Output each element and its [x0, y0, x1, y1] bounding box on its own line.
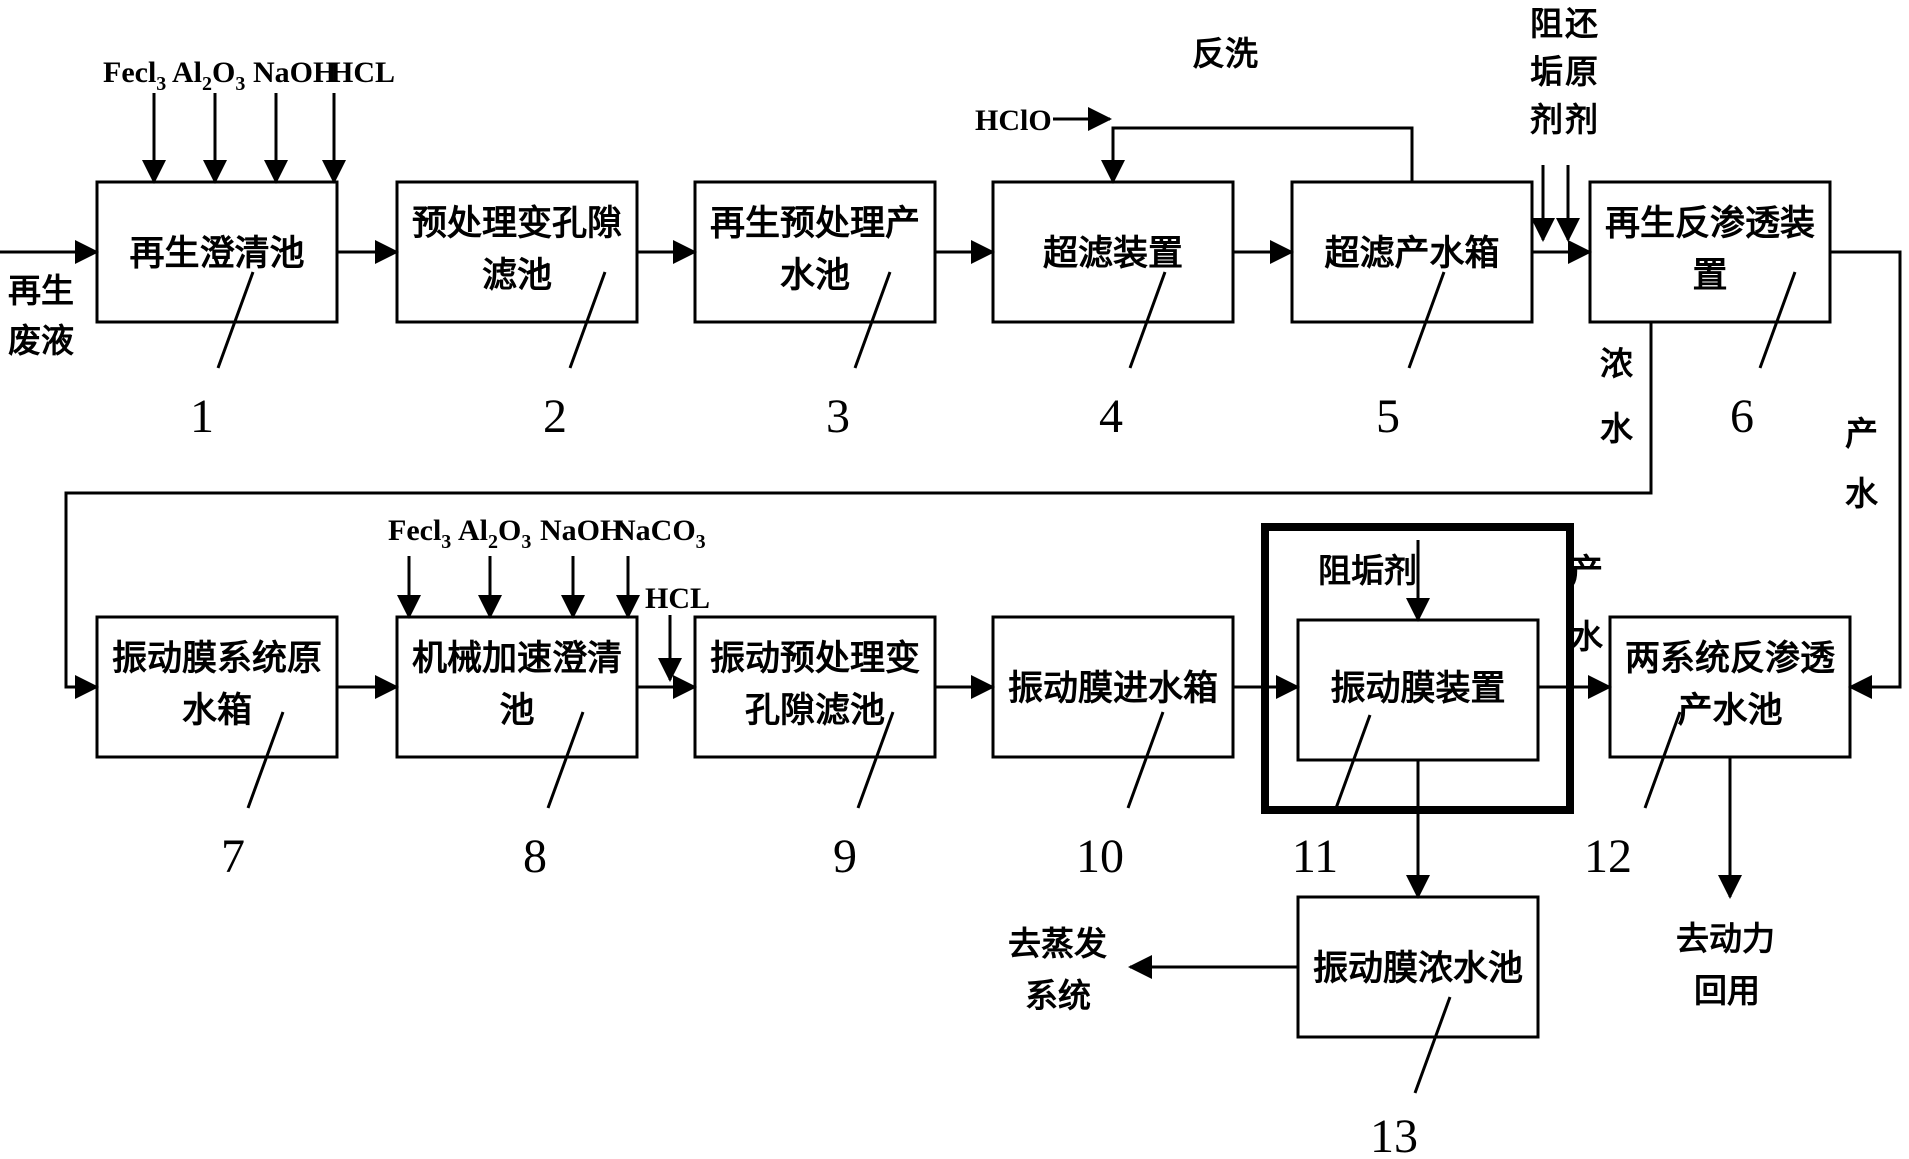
chem-hcl-1: HCL — [330, 56, 395, 89]
leader-3 — [853, 271, 892, 369]
leader-12 — [1643, 711, 1682, 809]
label-reducing-agent-v-2: 原 — [1565, 52, 1598, 91]
label-to-power-2: 回用 — [1694, 971, 1760, 1010]
label-backwash: 反洗 — [1192, 34, 1258, 73]
chem-fecl3-1: Fecl3 — [103, 56, 166, 95]
leader-8 — [546, 711, 585, 809]
number-6: 6 — [1730, 390, 1754, 443]
label-reducing-agent-v-1: 还 — [1565, 4, 1599, 43]
label-concentrate-v-2: 水 — [1600, 409, 1634, 448]
box-vm-raw-tank-label-1: 振动膜系统原 — [112, 639, 322, 679]
leader-10 — [1126, 711, 1165, 809]
box-vm-raw-tank-label-2: 水箱 — [182, 691, 252, 731]
label-scale-inhibitor-v-2: 垢 — [1530, 52, 1563, 91]
box-pretreat-filter: 预处理变孔隙 滤池 — [395, 180, 639, 324]
number-5: 5 — [1376, 390, 1400, 443]
box-ultrafiltration-label: 超滤装置 — [1043, 234, 1183, 274]
number-1: 1 — [190, 390, 214, 443]
leader-1 — [216, 271, 255, 369]
label-product-v2-1: 产 — [1570, 551, 1603, 590]
box-vib-pretreat-label-2: 孔隙滤池 — [745, 691, 885, 731]
number-13: 13 — [1370, 1110, 1418, 1159]
label-scale-inhibitor-2: 阻垢剂 — [1318, 551, 1417, 590]
box-regen-pretreat-product-label-2: 水池 — [780, 256, 850, 296]
leader-7 — [246, 711, 285, 809]
label-scale-inhibitor-v-3: 剂 — [1530, 100, 1563, 139]
box-regen-pretreat-product-pool: 再生预处理产 水池 — [693, 180, 937, 324]
number-3: 3 — [826, 390, 850, 443]
box-ro-product-pool-label-2: 产水池 — [1677, 691, 1782, 731]
box-vm-concentrate-label: 振动膜浓水池 — [1313, 949, 1523, 989]
box-vm-unit-label: 振动膜装置 — [1330, 669, 1505, 709]
box-regen-clarifier-label: 再生澄清池 — [129, 234, 304, 274]
chem-fecl3-2: Fecl3 — [388, 514, 451, 553]
chem-naco3-2: NaCO3 — [614, 514, 706, 553]
chem-hcl-2: HCL — [645, 582, 710, 615]
box-mech-clarifier-label-1: 机械加速澄清 — [412, 639, 622, 679]
box-vm-feed-tank: 振动膜进水箱 — [991, 615, 1235, 759]
box-mechanical-clarifier: 机械加速澄清 池 — [395, 615, 639, 759]
number-12: 12 — [1584, 830, 1632, 883]
label-to-power-1: 去动力 — [1676, 919, 1775, 958]
label-product-v1-2: 水 — [1845, 474, 1879, 513]
box-uf-product-tank-label: 超滤产水箱 — [1324, 234, 1499, 274]
chem-al2o3-2: Al2O3 — [458, 514, 531, 553]
number-4: 4 — [1099, 390, 1123, 443]
box-vibrating-pretreat-filter: 振动预处理变 孔隙滤池 — [693, 615, 937, 759]
label-regen-waste-2: 废液 — [8, 321, 74, 360]
label-to-evaporation-1: 去蒸发 — [1008, 924, 1107, 963]
box-pretreat-filter-label-2: 滤池 — [482, 256, 552, 296]
label-product-v1-1: 产 — [1845, 414, 1878, 453]
box-vibrating-membrane-unit: 振动膜装置 — [1296, 618, 1540, 762]
label-product-v2-2: 水 — [1570, 617, 1604, 656]
arrow-concentrate-6-7 — [64, 322, 1653, 699]
number-10: 10 — [1076, 830, 1124, 883]
number-9: 9 — [833, 830, 857, 883]
chem-naoh-1: NaOH — [253, 56, 336, 89]
leader-13 — [1413, 996, 1452, 1094]
box-vm-concentrate-pool: 振动膜浓水池 — [1296, 895, 1540, 1039]
leader-9 — [856, 711, 895, 809]
box-regen-pretreat-product-label-1: 再生预处理产 — [710, 204, 920, 244]
box-ultrafiltration: 超滤装置 — [991, 180, 1235, 324]
chem-al2o3-1: Al2O3 — [172, 56, 245, 95]
box-uf-product-tank: 超滤产水箱 — [1290, 180, 1534, 324]
box-vm-feed-tank-label: 振动膜进水箱 — [1008, 669, 1218, 709]
label-concentrate-v-1: 浓 — [1600, 344, 1634, 383]
number-2: 2 — [543, 390, 567, 443]
arrow-product-6-12 — [1830, 250, 1902, 699]
box-regen-ro-label-2: 置 — [1692, 256, 1727, 296]
box-mech-clarifier-label-2: 池 — [499, 691, 534, 731]
box-regen-clarifier: 再生澄清池 — [95, 180, 339, 324]
leader-11 — [1333, 714, 1372, 812]
number-7: 7 — [221, 830, 245, 883]
label-scale-inhibitor-v-1: 阻 — [1530, 4, 1563, 43]
box-vibrating-membrane-raw-tank: 振动膜系统原 水箱 — [95, 615, 339, 759]
box-ro-product-pool-label-1: 两系统反渗透 — [1625, 639, 1835, 679]
number-11: 11 — [1292, 830, 1338, 883]
box-two-system-ro-product-pool: 两系统反渗透 产水池 — [1608, 615, 1852, 759]
leader-2 — [568, 271, 607, 369]
box-vib-pretreat-label-1: 振动预处理变 — [710, 639, 920, 679]
leader-4 — [1128, 271, 1167, 369]
chem-hclo: HClO — [975, 104, 1052, 137]
box-regen-ro-label-1: 再生反渗透装 — [1605, 204, 1815, 244]
box-pretreat-filter-label-1: 预处理变孔隙 — [412, 204, 622, 244]
label-to-evaporation-2: 系统 — [1025, 976, 1091, 1015]
leader-5 — [1407, 271, 1446, 369]
leader-6 — [1758, 271, 1797, 369]
box-regen-ro: 再生反渗透装 置 — [1588, 180, 1832, 324]
label-reducing-agent-v-3: 剂 — [1565, 100, 1598, 139]
label-regen-waste-1: 再生 — [8, 271, 74, 310]
chem-naoh-2: NaOH — [540, 514, 623, 547]
number-8: 8 — [523, 830, 547, 883]
arrow-backwash — [1101, 126, 1414, 184]
